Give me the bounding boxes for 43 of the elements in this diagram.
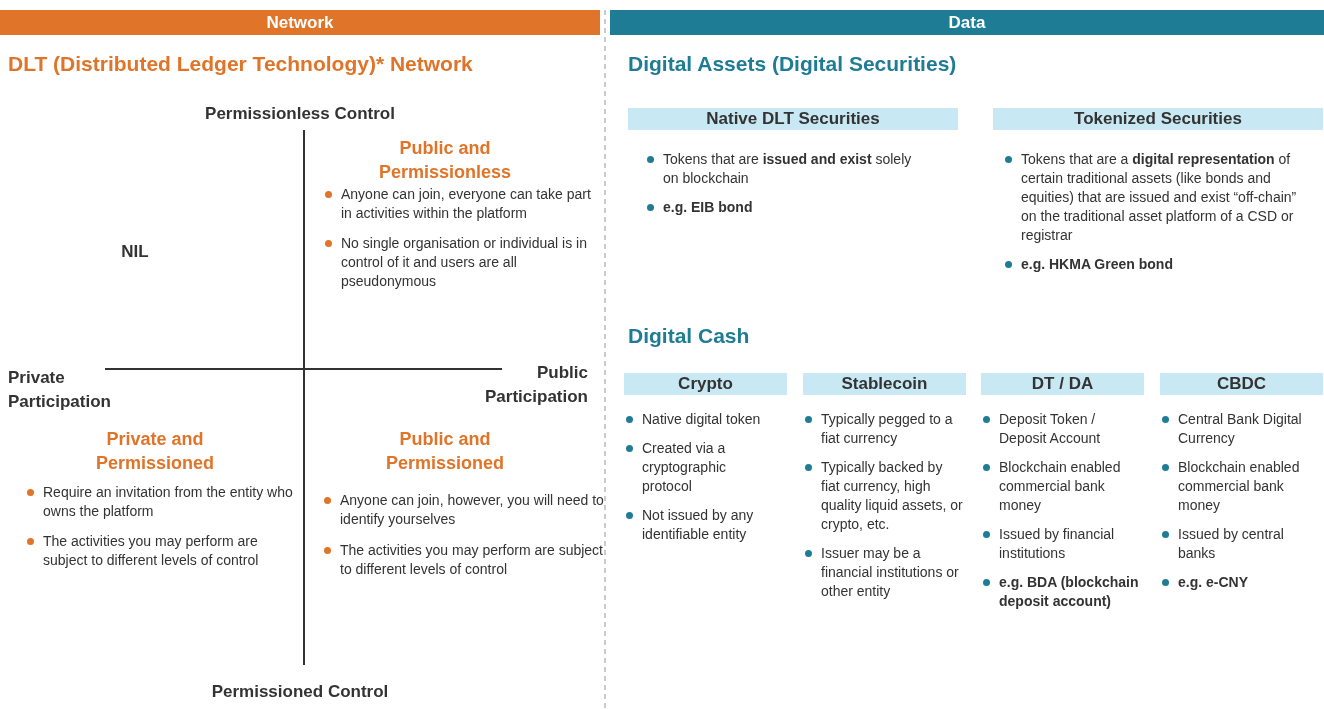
axis-label: Private Participation	[8, 367, 112, 413]
quadrant-label: NIL	[120, 241, 150, 263]
bullet-text: Typically pegged to a fiat currency	[803, 410, 963, 448]
bullet-text: Created via a cryptographic protocol	[624, 439, 779, 496]
quadrant-title: Public and Permissionless	[377, 137, 513, 184]
category-header: Tokenized Securities	[993, 108, 1323, 130]
heading: DLT (Distributed Ledger Technology)* Network	[8, 52, 474, 76]
category-header: CBDC	[1160, 373, 1323, 395]
axis-label: Permissionless Control	[204, 103, 396, 125]
section-header-band: Data	[610, 10, 1324, 35]
bullet-text: Issued by financial institutions	[981, 525, 1141, 563]
quadrant-title: Public and Permissioned	[384, 428, 505, 475]
bullet-text: Issued by central banks	[1160, 525, 1320, 563]
bullet-text: Blockchain enabled commercial bank money	[981, 458, 1141, 515]
bullet-text: No single organisation or individual is in control of it and users are all pseudonymous	[323, 234, 603, 291]
category-header: Crypto	[624, 373, 787, 395]
bullet-text: Tokens that are issued and exist solely on blockchain	[645, 150, 925, 188]
bullet-text: Tokens that are a digital representation of certain traditional assets (like bonds and equities) that are issued and exist “off-chain” on the traditional asset platform of a CSD or registrar	[1003, 150, 1313, 245]
category-header: DT / DA	[981, 373, 1144, 395]
bullet-text: Anyone can join, however, you will need to identify yourselves	[322, 491, 612, 529]
axis-label: Permissioned Control	[210, 681, 390, 703]
bullet-text: Native digital token	[624, 410, 779, 429]
bullet-text: e.g. BDA (blockchain deposit account)	[981, 573, 1141, 611]
bullet-text: Central Bank Digital Currency	[1160, 410, 1320, 448]
bullet-text: Anyone can join, everyone can take part in activities within the platform	[323, 185, 603, 223]
bullet-text: Issuer may be a financial institutions or other entity	[803, 544, 963, 601]
quadrant-title: Private and Permissioned	[94, 428, 215, 475]
category-header: Stablecoin	[803, 373, 966, 395]
bullet-text: Require an invitation from the entity who owns the platform	[25, 483, 305, 521]
bullet-text: e.g. HKMA Green bond	[1003, 255, 1313, 274]
bullet-text: e.g. EIB bond	[645, 198, 925, 217]
bullet-text: The activities you may perform are subject to different levels of control	[25, 532, 305, 570]
category-header: Native DLT Securities	[628, 108, 958, 130]
heading: Digital Assets (Digital Securities)	[628, 52, 958, 76]
bullet-text: Not issued by any identifiable entity	[624, 506, 779, 544]
axis-label: Public Participation	[484, 362, 588, 408]
bullet-text: Deposit Token / Deposit Account	[981, 410, 1141, 448]
bullet-text: The activities you may perform are subject to different levels of control	[322, 541, 612, 579]
bullet-text: Blockchain enabled commercial bank money	[1160, 458, 1320, 515]
section-header-band: Network	[0, 10, 600, 35]
bullet-text: e.g. e-CNY	[1160, 573, 1320, 592]
heading: Digital Cash	[628, 324, 751, 348]
bullet-text: Typically backed by fiat currency, high quality liquid assets, or crypto, etc.	[803, 458, 963, 534]
